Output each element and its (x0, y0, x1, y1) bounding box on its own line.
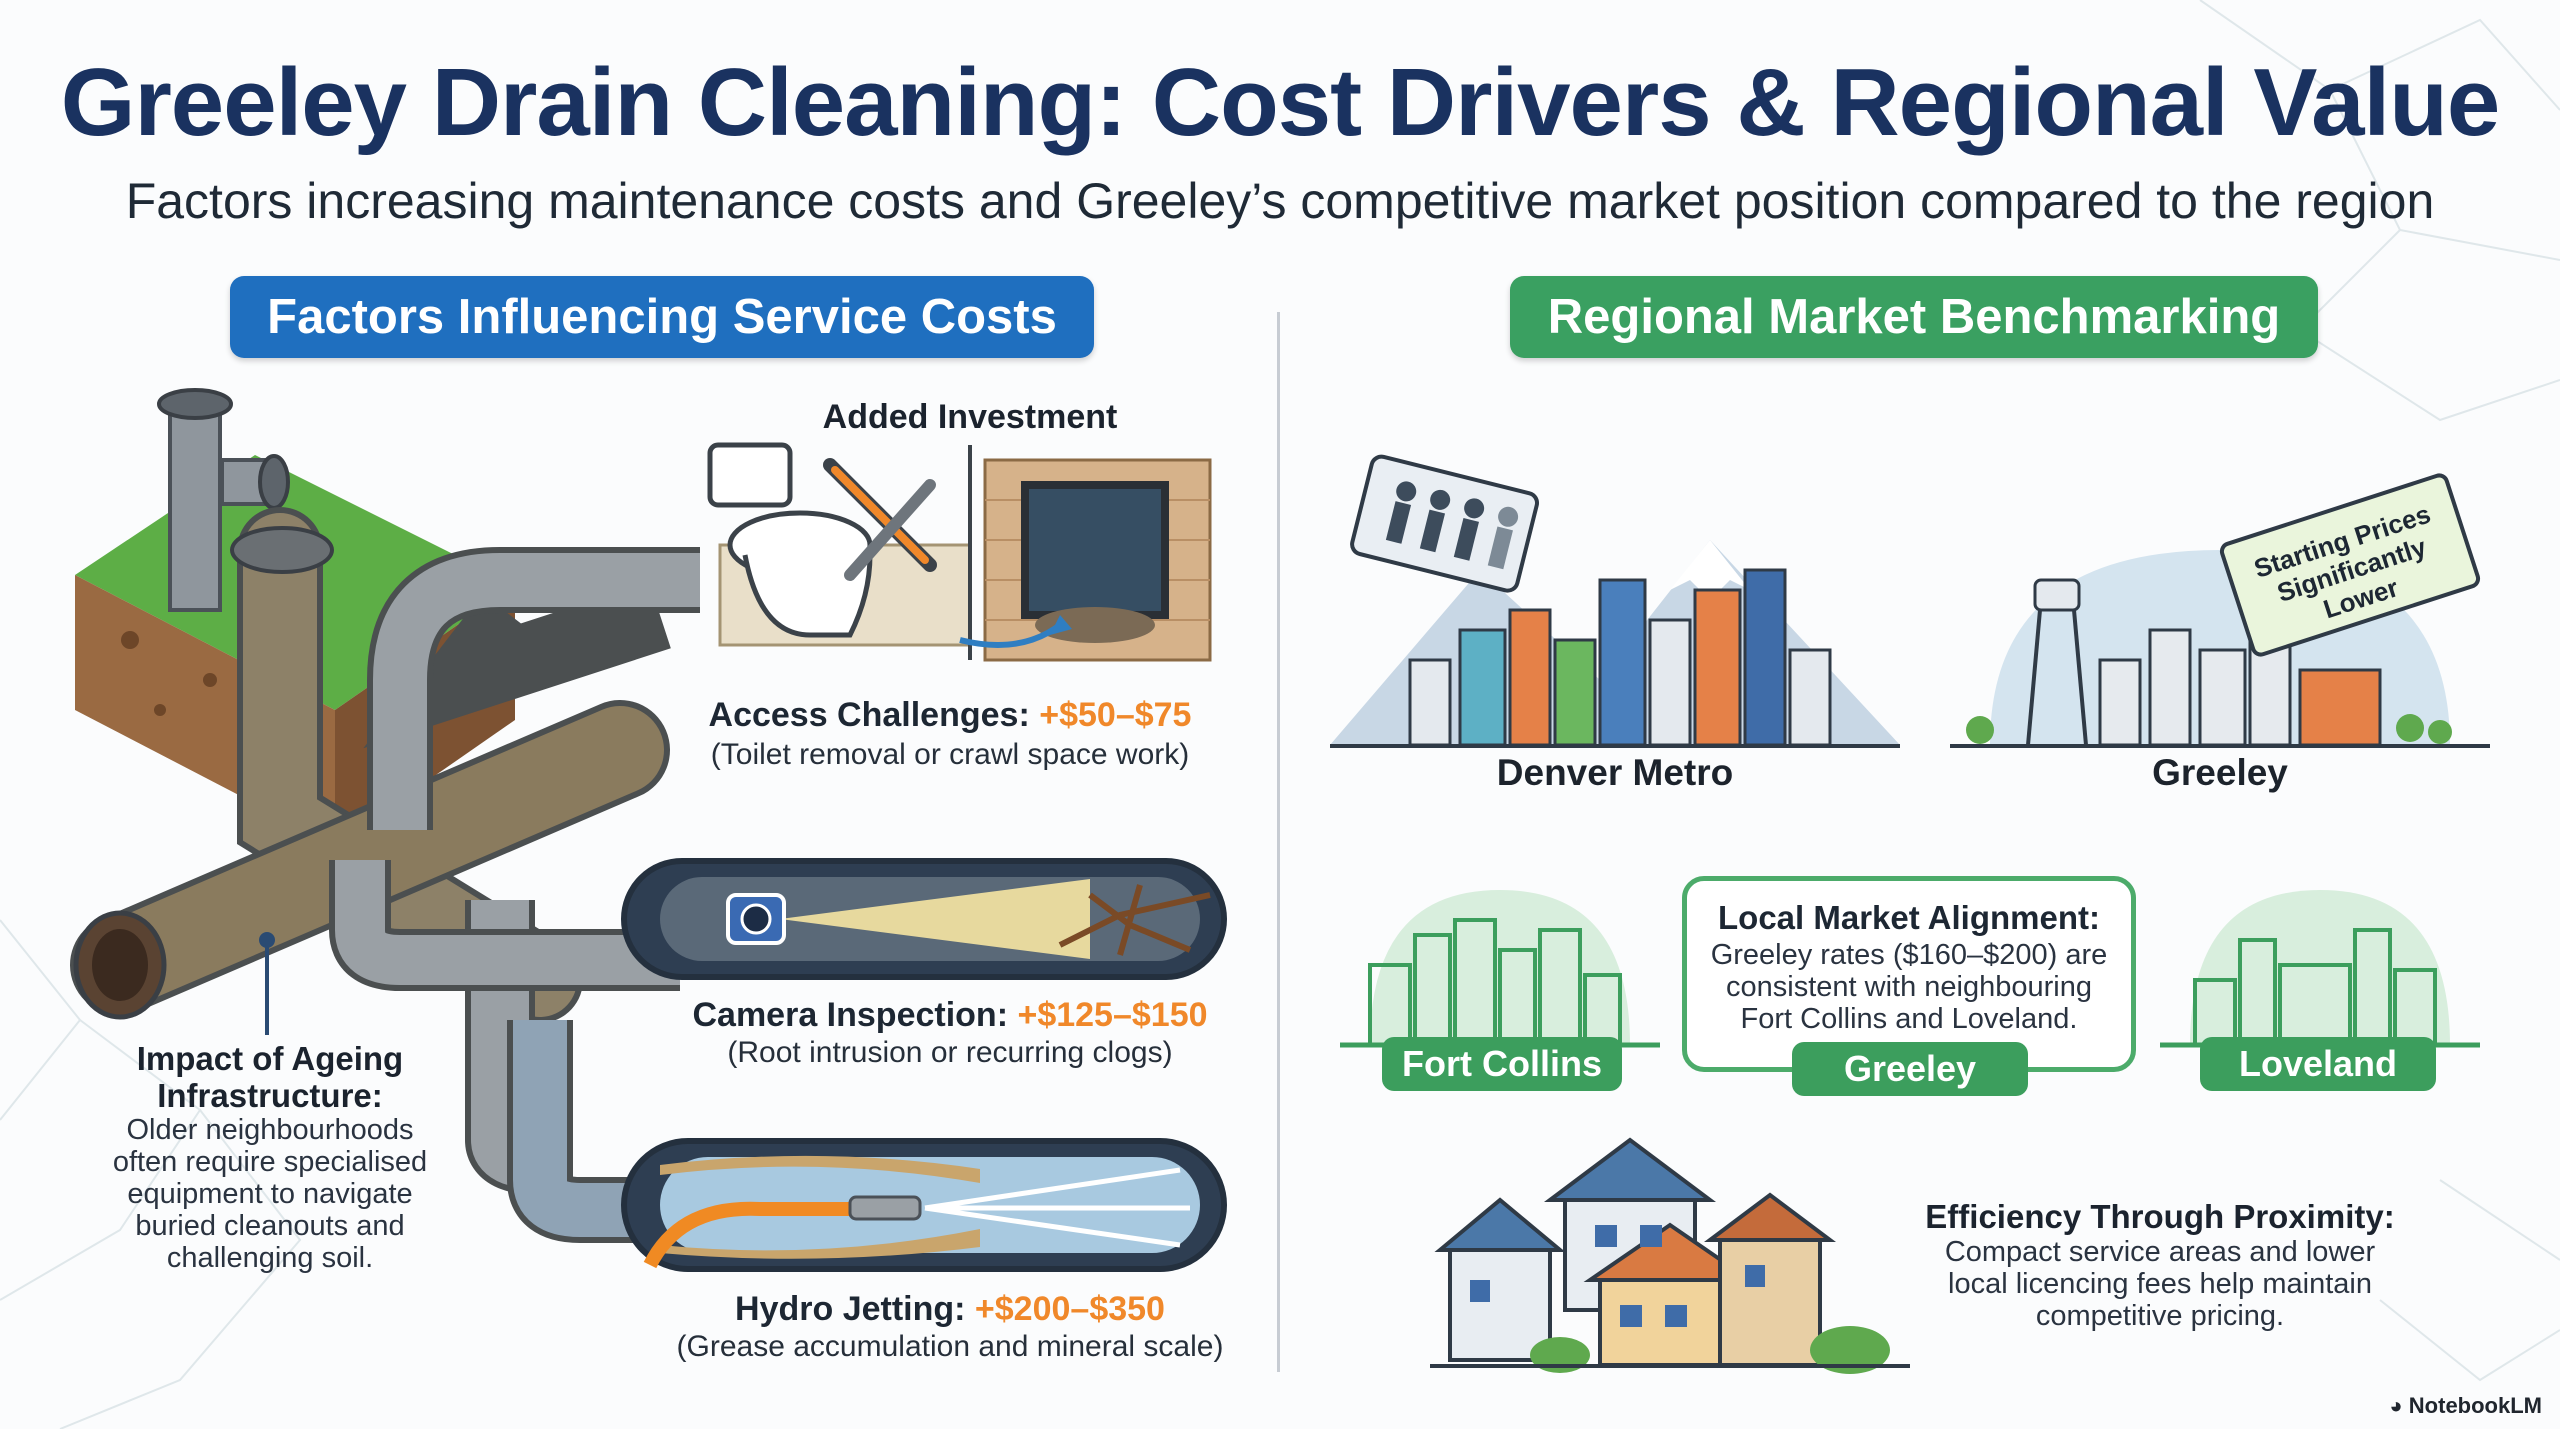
efficiency-body-line: competitive pricing. (2035, 1300, 2285, 1332)
alignment-body-line: Fort Collins and Loveland. (1740, 1003, 2078, 1035)
ageing-heading-line-2: Infrastructure: (157, 1077, 383, 1114)
fort-collins-skyline (1340, 890, 1660, 1048)
ageing-body-line: challenging soil. (166, 1242, 374, 1274)
access-challenge-illustration (700, 425, 1220, 670)
camera-inspection-cost: +$125–$150 (1017, 996, 1208, 1034)
efficiency-proximity-block: Efficiency Through Proximity: Compact se… (1900, 1198, 2420, 1332)
hydro-jetting-note: (Grease accumulation and mineral scale) (676, 1330, 1224, 1363)
fort-collins-tag: Fort Collins (1382, 1037, 1622, 1091)
camera-inspection-row: Camera Inspection: +$125–$150 (650, 996, 1250, 1035)
denver-metro-label: Denver Metro (1496, 752, 1734, 793)
greeley-label: Greeley (2152, 752, 2288, 793)
hydro-jetting-cost: +$200–$350 (974, 1290, 1165, 1328)
local-market-alignment-card: Local Market Alignment: Greeley rates ($… (1682, 876, 2136, 1072)
houses-illustration (1430, 1137, 1910, 1374)
ageing-infrastructure-block: Impact of Ageing Infrastructure: Older n… (70, 1040, 470, 1274)
loveland-skyline (2160, 890, 2480, 1048)
soil-pipe-illustration (70, 388, 700, 1243)
benchmarking-heading: Regional Market Benchmarking (1510, 276, 2318, 358)
alignment-greeley-tag: Greeley (1792, 1042, 2028, 1096)
notebooklm-brand: ◕ NotebookLM (2389, 1393, 2542, 1419)
denver-metro-illustration (1330, 454, 1900, 748)
efficiency-body-line: local licencing fees help maintain (1948, 1268, 2372, 1300)
camera-inspection-label: Camera Inspection: (692, 996, 1009, 1034)
hydro-jetting-row: Hydro Jetting: +$200–$350 (650, 1290, 1250, 1329)
ageing-body-line: equipment to navigate (127, 1178, 413, 1210)
ageing-body-line: often require specialised (112, 1146, 428, 1178)
access-challenges-label: Access Challenges: (708, 696, 1030, 734)
access-challenges-note: (Toilet removal or crawl space work) (710, 738, 1190, 771)
hydro-jetting-illustration (621, 1138, 1227, 1272)
cost-factors-heading: Factors Influencing Service Costs (230, 276, 1094, 358)
ageing-body-line: buried cleanouts and (135, 1210, 405, 1242)
hydro-jetting-label: Hydro Jetting: (735, 1290, 966, 1328)
page-subtitle: Factors increasing maintenance costs and… (125, 173, 2435, 229)
camera-inspection-illustration (621, 858, 1227, 980)
ageing-heading-line-1: Impact of Ageing (136, 1040, 404, 1077)
camera-inspection-note: (Root intrusion or recurring clogs) (727, 1036, 1173, 1069)
alignment-body-line: Greeley rates ($160–$200) are (1710, 939, 2108, 971)
section-divider (1277, 312, 1280, 1372)
access-challenges-cost: +$50–$75 (1039, 696, 1192, 734)
notebooklm-label: NotebookLM (2408, 1393, 2542, 1418)
alignment-heading: Local Market Alignment: (1718, 899, 2100, 936)
efficiency-body-line: Compact service areas and lower (1944, 1236, 2376, 1268)
loveland-tag: Loveland (2200, 1037, 2436, 1091)
notebooklm-logo-icon: ◕ (2389, 1393, 2403, 1418)
ageing-body-line: Older neighbourhoods (126, 1114, 414, 1146)
alignment-body-line: consistent with neighbouring (1726, 971, 2092, 1003)
access-challenges-row: Access Challenges: +$50–$75 (650, 696, 1250, 735)
efficiency-heading: Efficiency Through Proximity: (1925, 1198, 2395, 1235)
added-investment-label: Added Investment (822, 398, 1118, 436)
page-title: Greeley Drain Cleaning: Cost Drivers & R… (60, 49, 2500, 156)
